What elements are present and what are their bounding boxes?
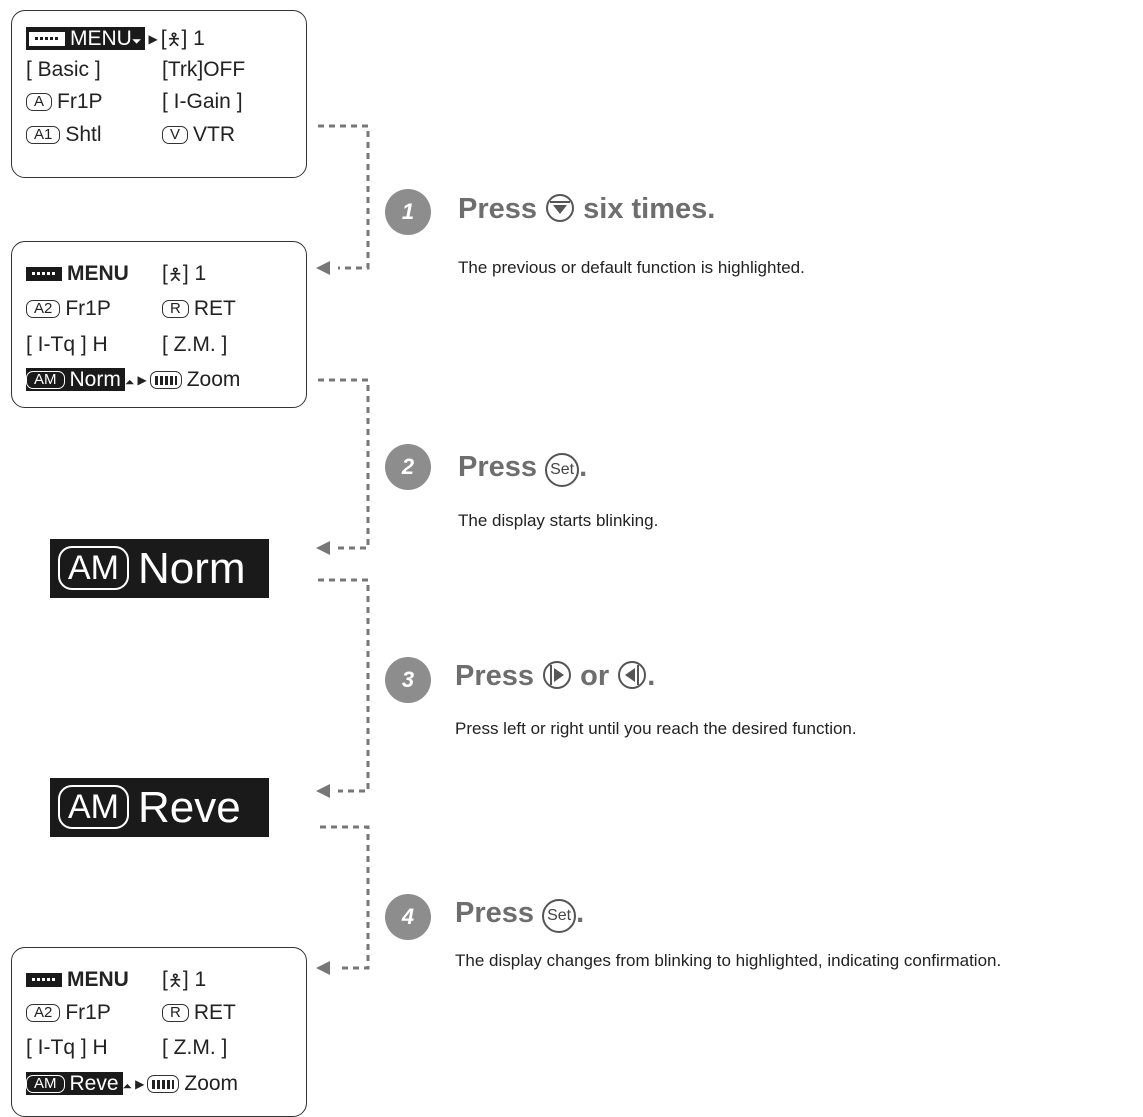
step-number-1: 1 (385, 189, 431, 235)
key-badge: A (26, 93, 53, 111)
person-icon: 🯅 (166, 30, 182, 49)
menu-label-highlighted: MENU⏷ (26, 27, 146, 50)
arrowhead (316, 261, 330, 275)
step-4-heading: Press Set. (455, 897, 584, 933)
left-button-icon (618, 661, 647, 689)
menu-icon (26, 973, 62, 987)
step-3-description: Press left or right until you reach the … (455, 719, 857, 738)
key-badge: R (162, 1004, 189, 1022)
key-badge: A2 (26, 1004, 61, 1022)
key-badge: AM (26, 1075, 65, 1093)
right-arrow-icon: ▶ (137, 373, 147, 387)
menu-icon (26, 267, 62, 281)
step-number-4: 4 (385, 894, 431, 940)
key-badge: AM (26, 371, 65, 389)
zoom-icon (147, 1075, 180, 1093)
key-badge: A1 (26, 126, 61, 144)
key-badge: V (162, 126, 189, 144)
step-number-2: 2 (385, 444, 431, 490)
arrowhead (316, 541, 330, 555)
right-arrow-icon: ▶ (148, 32, 158, 46)
step-3-heading: Press or . (455, 660, 656, 692)
trk-label: [Trk]OFF (162, 58, 246, 81)
down-button-icon (546, 194, 575, 222)
zoom-icon (149, 371, 182, 389)
arrowhead (316, 784, 330, 798)
key-badge: A2 (26, 300, 61, 318)
basic-label: [ Basic ] (26, 58, 101, 81)
right-arrow-icon: ▶ (135, 1077, 145, 1091)
right-button-icon (543, 661, 572, 689)
up-arrow-icon: ⏶ (124, 375, 135, 389)
step-2-heading: Press Set. (458, 451, 587, 487)
step-number-3: 3 (385, 657, 431, 703)
menu-icon (29, 32, 65, 46)
arrowhead (316, 961, 330, 975)
step-4-description: The display changes from blinking to hig… (455, 951, 1002, 970)
key-badge: R (162, 300, 189, 318)
step-2-description: The display starts blinking. (458, 511, 659, 530)
person-icon: 🯅 (167, 971, 183, 990)
step-1-heading: Press six times. (458, 193, 716, 225)
up-arrow-icon: ⏶ (122, 1079, 133, 1093)
down-arrow-icon: ⏷ (131, 34, 142, 48)
set-button-icon: Set (545, 453, 580, 487)
set-button-icon: Set (542, 899, 577, 933)
person-icon: 🯅 (167, 265, 183, 284)
step-1-description: The previous or default function is high… (458, 258, 805, 277)
